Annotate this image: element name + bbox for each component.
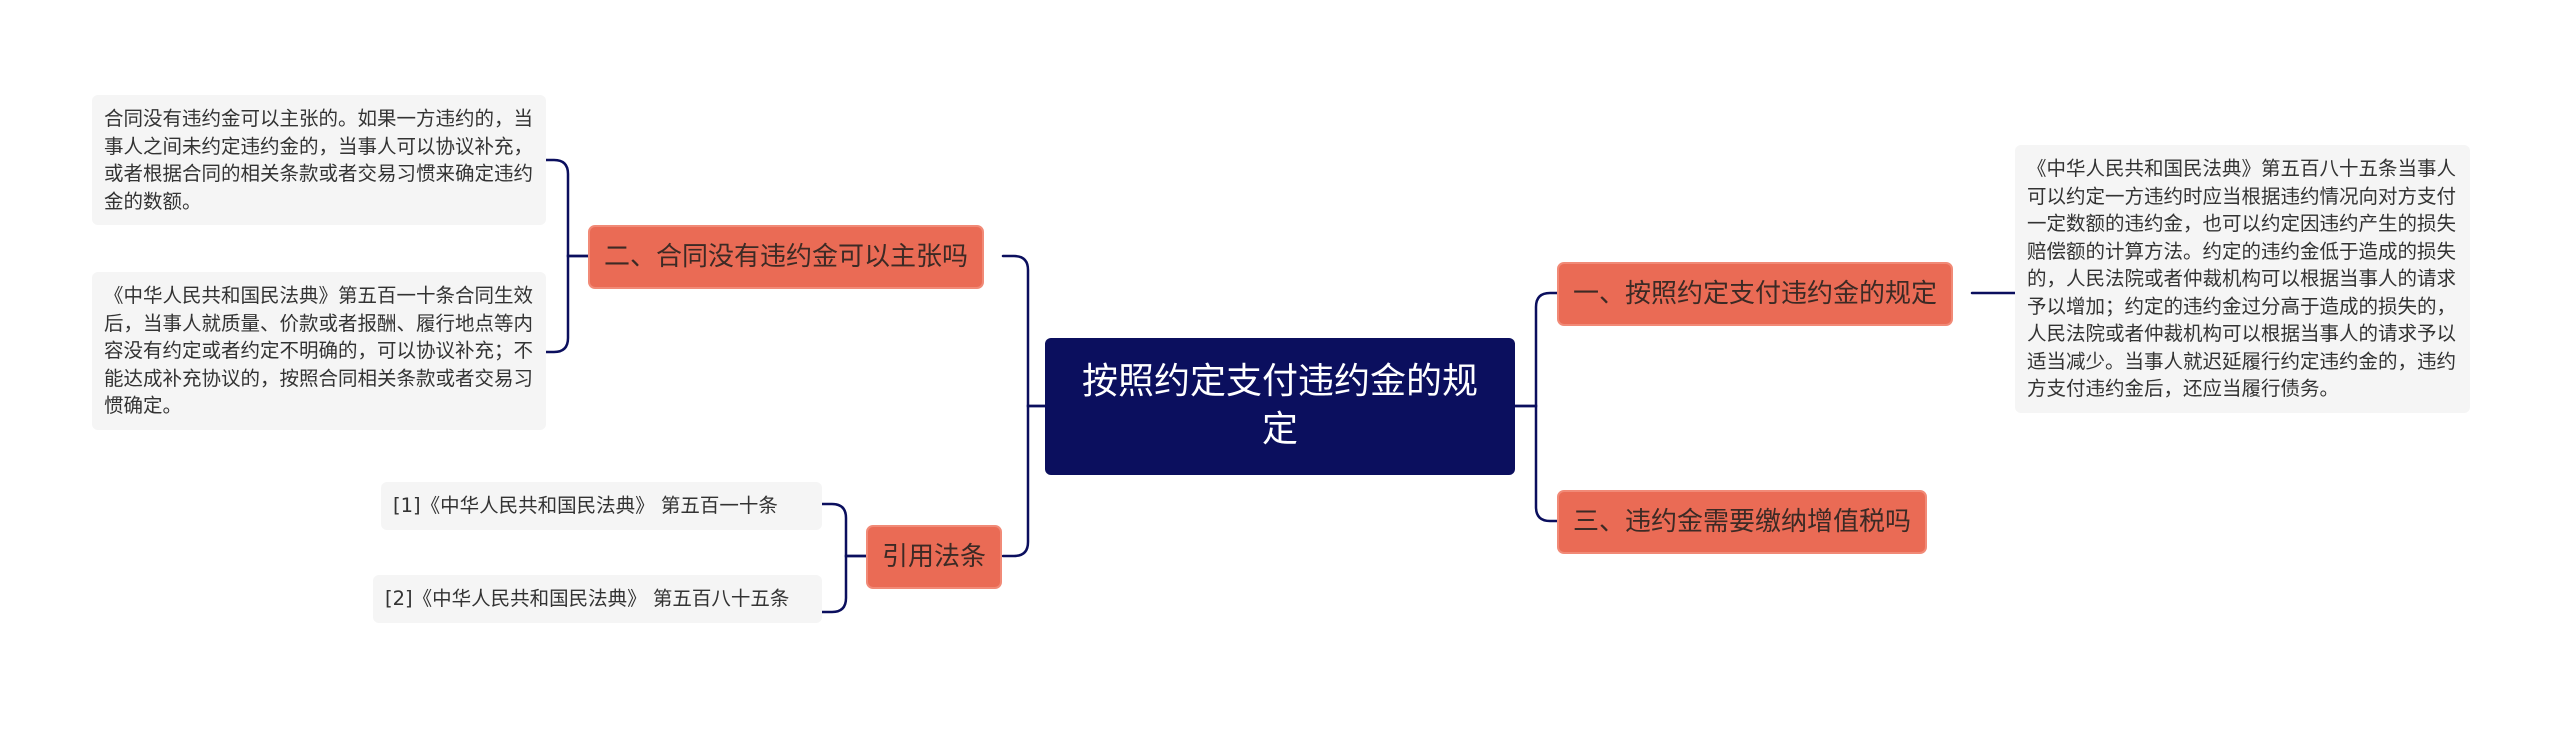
connector-b2-leaf1 (544, 158, 590, 258)
branch-vat-question[interactable]: 三、违约金需要缴纳增值税吗 (1557, 490, 1928, 554)
connector-central-b3 (1513, 404, 1559, 523)
leaf-article-510-text: 《中华人民共和国民法典》第五百一十条合同生效后，当事人就质量、价款或者报酬、履行… (92, 272, 546, 430)
connector-b2-leaf2 (544, 254, 590, 354)
connector-central-b1 (1513, 291, 1559, 408)
leaf-citation-1: [1]《中华人民共和国民法典》 第五百一十条 (381, 482, 822, 530)
central-topic[interactable]: 按照约定支付违约金的规定 (1045, 338, 1515, 475)
branch-payment-rules[interactable]: 一、按照约定支付违约金的规定 (1557, 262, 1954, 326)
connector-b4-leaf2 (820, 554, 868, 614)
branch-cited-articles[interactable]: 引用法条 (866, 525, 1003, 589)
branch-no-penalty-clause[interactable]: 二、合同没有违约金可以主张吗 (588, 225, 985, 289)
connector-central-b2 (1001, 254, 1047, 408)
leaf-article-585-text: 《中华人民共和国民法典》第五百八十五条当事人可以约定一方违约时应当根据违约情况向… (2015, 145, 2470, 413)
leaf-no-penalty-answer: 合同没有违约金可以主张的。如果一方违约的，当事人之间未约定违约金的，当事人可以协… (92, 95, 546, 225)
leaf-citation-2: [2]《中华人民共和国民法典》 第五百八十五条 (373, 575, 822, 623)
connector-b4-leaf1 (820, 502, 868, 558)
connector-central-b4 (1001, 404, 1047, 558)
